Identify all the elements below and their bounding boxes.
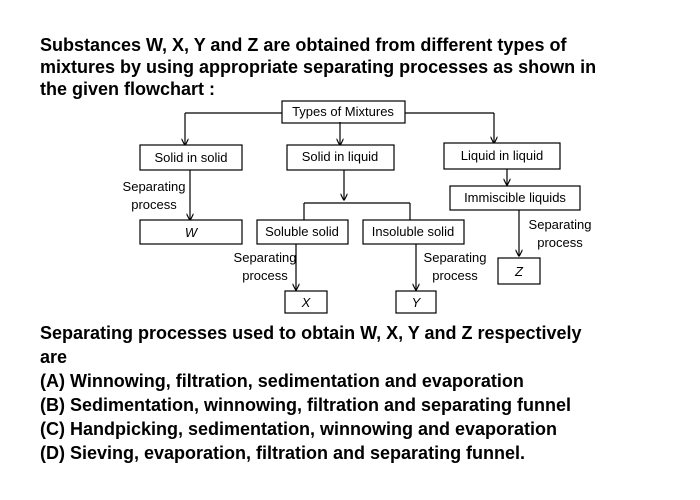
- separating-process-label-y: process: [432, 268, 478, 283]
- product-x-label: X: [301, 295, 312, 310]
- box-product-w: [139, 219, 243, 245]
- box-product-x: [284, 290, 328, 314]
- question-prompt-line: Separating processes used to obtain W, X…: [40, 323, 582, 343]
- option-c[interactable]: (C) Handpicking, sedimentation, winnowin…: [40, 419, 558, 439]
- box-immiscible-liquids: [449, 185, 581, 211]
- box-insoluble-solid: [362, 219, 465, 245]
- box-product-y: [395, 290, 437, 314]
- box-product-z: [497, 257, 541, 285]
- question-intro-line: the given flowchart :: [40, 79, 216, 99]
- insoluble-solid-label: Insoluble solid: [372, 224, 454, 239]
- box-solid-in-solid: [139, 144, 243, 171]
- root-label: Types of Mixtures: [292, 104, 394, 119]
- solid-in-liquid-label: Solid in liquid: [302, 149, 379, 164]
- question-prompt-line: are: [40, 347, 68, 367]
- separating-process-label-z: Separating: [529, 217, 592, 232]
- question-intro: Substances W, X, Y and Z are obtained fr…: [40, 34, 596, 100]
- soluble-solid-label: Soluble solid: [265, 224, 339, 239]
- product-y-label: Y: [412, 295, 422, 310]
- box-solid-in-liquid: [286, 144, 395, 171]
- separating-process-label-y: Separating: [424, 250, 487, 265]
- separating-process-label-x: Separating: [234, 250, 297, 265]
- separating-process-label-w: Separating: [123, 179, 186, 194]
- solid-in-solid-label: Solid in solid: [155, 150, 228, 165]
- product-z-label: Z: [514, 264, 524, 279]
- product-w-label: W: [185, 225, 199, 240]
- separating-process-label-x: process: [242, 268, 288, 283]
- box-soluble-solid: [256, 219, 349, 245]
- option-b[interactable]: (B) Sedimentation, winnowing, filtration…: [40, 395, 571, 415]
- option-a[interactable]: (A) Winnowing, filtration, sedimentation…: [40, 371, 524, 391]
- separating-process-label-z: process: [537, 235, 583, 250]
- question-intro-line: mixtures by using appropriate separating…: [40, 57, 597, 77]
- immiscible-liquids-label: Immiscible liquids: [464, 190, 566, 205]
- question-prompt-and-options: Separating processes used to obtain W, X…: [40, 321, 582, 465]
- question-intro-line: Substances W, X, Y and Z are obtained fr…: [40, 35, 567, 55]
- liquid-in-liquid-label: Liquid in liquid: [461, 148, 543, 163]
- separating-process-label-w: process: [131, 197, 177, 212]
- option-d[interactable]: (D) Sieving, evaporation, filtration and…: [40, 443, 526, 463]
- box-liquid-in-liquid: [443, 142, 561, 170]
- box-types-of-mixtures: [281, 100, 406, 124]
